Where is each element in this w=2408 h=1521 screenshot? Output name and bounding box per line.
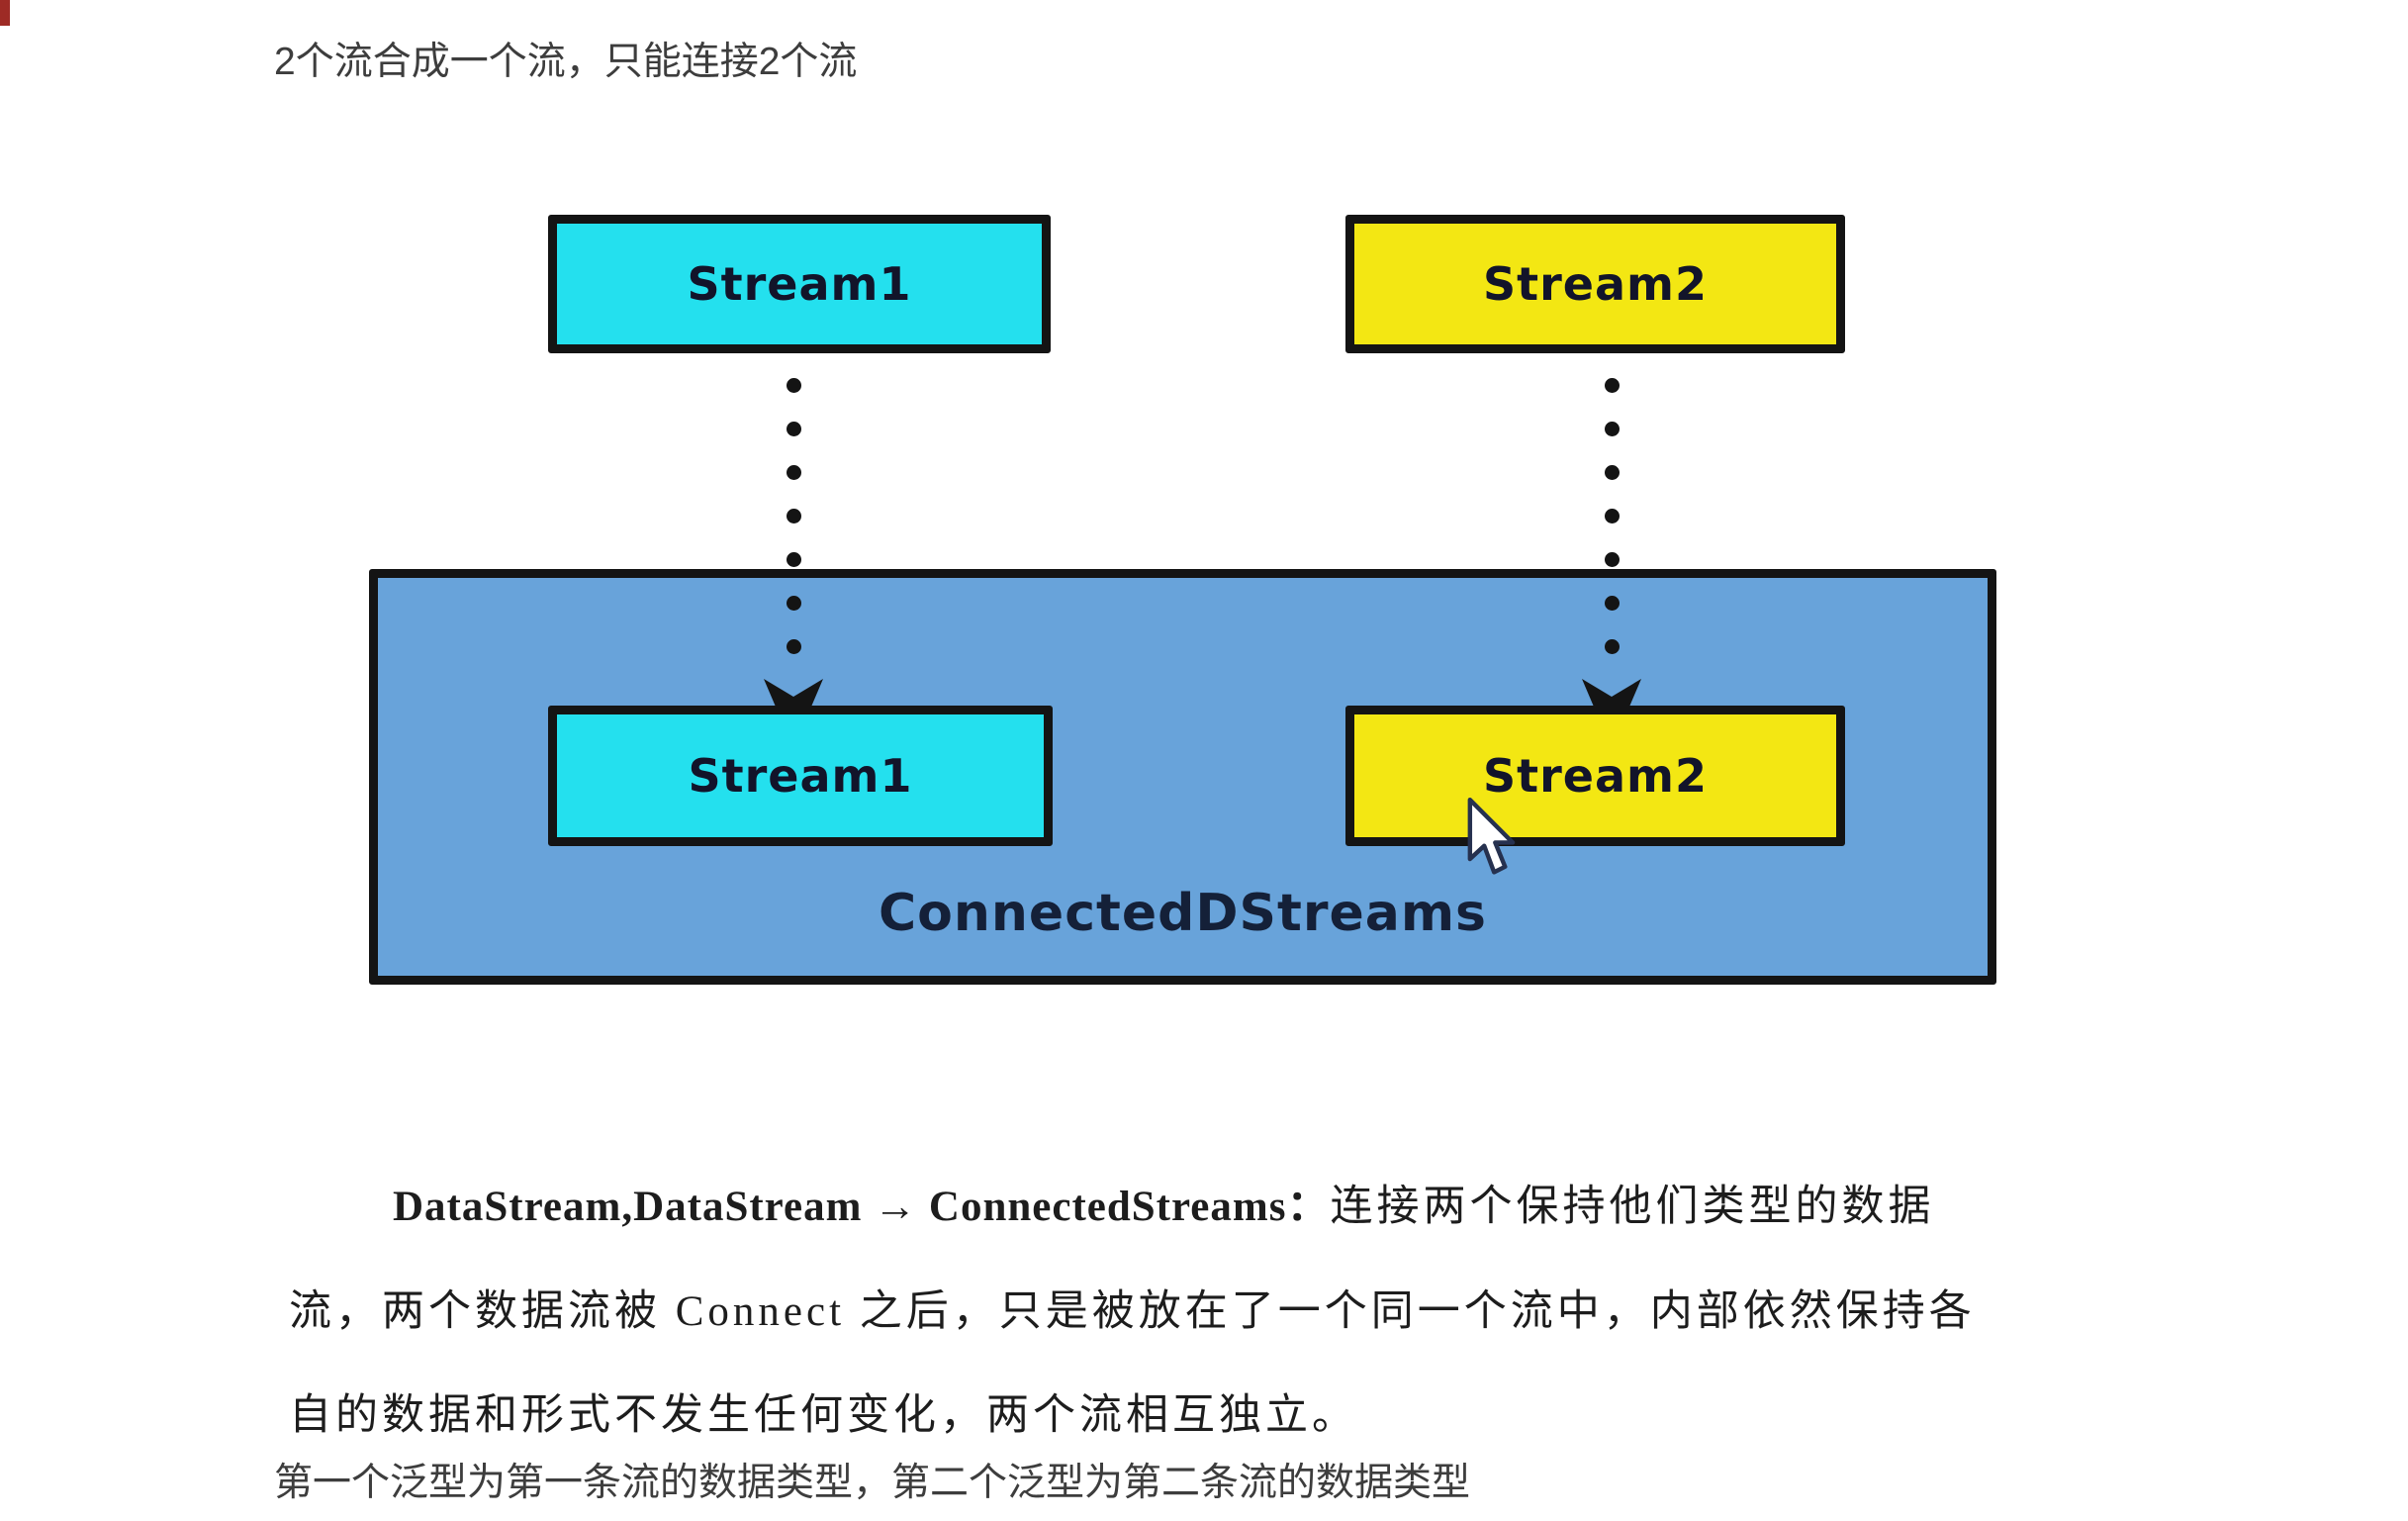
connected-dstreams-label: ConnectedDStreams — [879, 884, 1487, 943]
arrow-dot — [786, 378, 801, 393]
dotted-arrow-stream2 — [1580, 378, 1643, 734]
arrow-dot — [1604, 552, 1620, 567]
arrow-dot — [786, 422, 801, 436]
paragraph-line-1-bold: DataStream,DataStream → ConnectedStreams… — [393, 1184, 1331, 1230]
arrow-dot — [1604, 378, 1620, 393]
stream1-inner-box: Stream1 — [548, 706, 1053, 846]
stream1-inner-label: Stream1 — [688, 749, 913, 803]
arrow-dot — [1604, 509, 1620, 523]
screen-edge-artifact — [0, 0, 10, 26]
arrow-dot — [786, 509, 801, 523]
mouse-cursor-icon — [1467, 798, 1516, 875]
paragraph-line-1: DataStream,DataStream → ConnectedStreams… — [393, 1182, 1934, 1233]
arrow-dot — [786, 465, 801, 480]
arrow-dot — [1604, 639, 1620, 654]
page-title: 2个流合成一个流，只能连接2个流 — [274, 41, 858, 83]
paragraph-line-1-rest: 连接两个保持他们类型的数据 — [1330, 1184, 1935, 1230]
arrow-dot — [1604, 422, 1620, 436]
stream1-top-box: Stream1 — [548, 215, 1051, 353]
stream2-inner-label: Stream2 — [1483, 749, 1708, 803]
arrow-dot — [786, 596, 801, 611]
stream2-top-box: Stream2 — [1345, 215, 1845, 353]
arrow-dot — [1604, 596, 1620, 611]
dotted-arrow-stream1 — [762, 378, 825, 734]
arrow-dot — [1604, 465, 1620, 480]
arrow-dot — [786, 552, 801, 567]
arrow-dot — [786, 639, 801, 654]
paragraph-line-3: 自的数据和形式不发生任何变化，两个流相互独立。 — [289, 1392, 1358, 1439]
stream1-top-label: Stream1 — [687, 257, 912, 311]
stream2-top-label: Stream2 — [1483, 257, 1708, 311]
footer-note: 第一个泛型为第一条流的数据类型，第二个泛型为第二条流的数据类型 — [274, 1462, 1471, 1504]
paragraph-line-2: 流，两个数据流被 Connect 之后，只是被放在了一个同一个流中，内部依然保持… — [289, 1288, 1976, 1335]
stream2-inner-box: Stream2 — [1345, 706, 1845, 846]
